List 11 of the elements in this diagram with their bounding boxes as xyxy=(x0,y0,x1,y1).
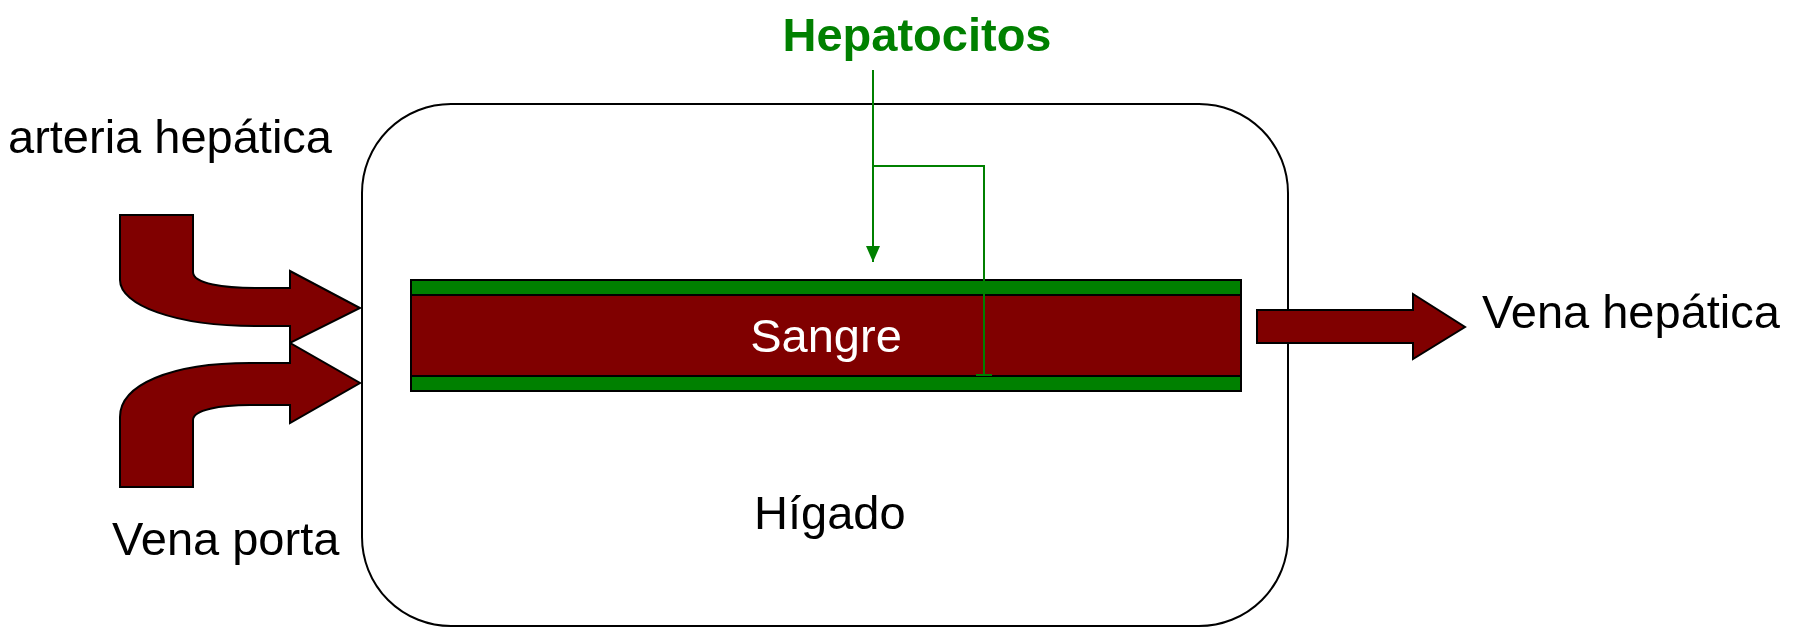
hepatocyte-layer xyxy=(410,279,1242,296)
vessel-label: arteria hepática xyxy=(8,112,353,162)
vessel-label: Vena hepática xyxy=(1482,287,1802,337)
flow-arrow xyxy=(1256,292,1467,361)
hepatocytes-label: Hepatocitos xyxy=(770,8,1064,62)
flow-arrow xyxy=(119,342,361,488)
vessel-label: Vena porta xyxy=(112,514,352,564)
hepatocyte-layer xyxy=(410,375,1242,392)
flow-arrow xyxy=(119,214,361,344)
liver-box xyxy=(361,103,1289,627)
blood-channel: Sangre xyxy=(410,295,1242,376)
